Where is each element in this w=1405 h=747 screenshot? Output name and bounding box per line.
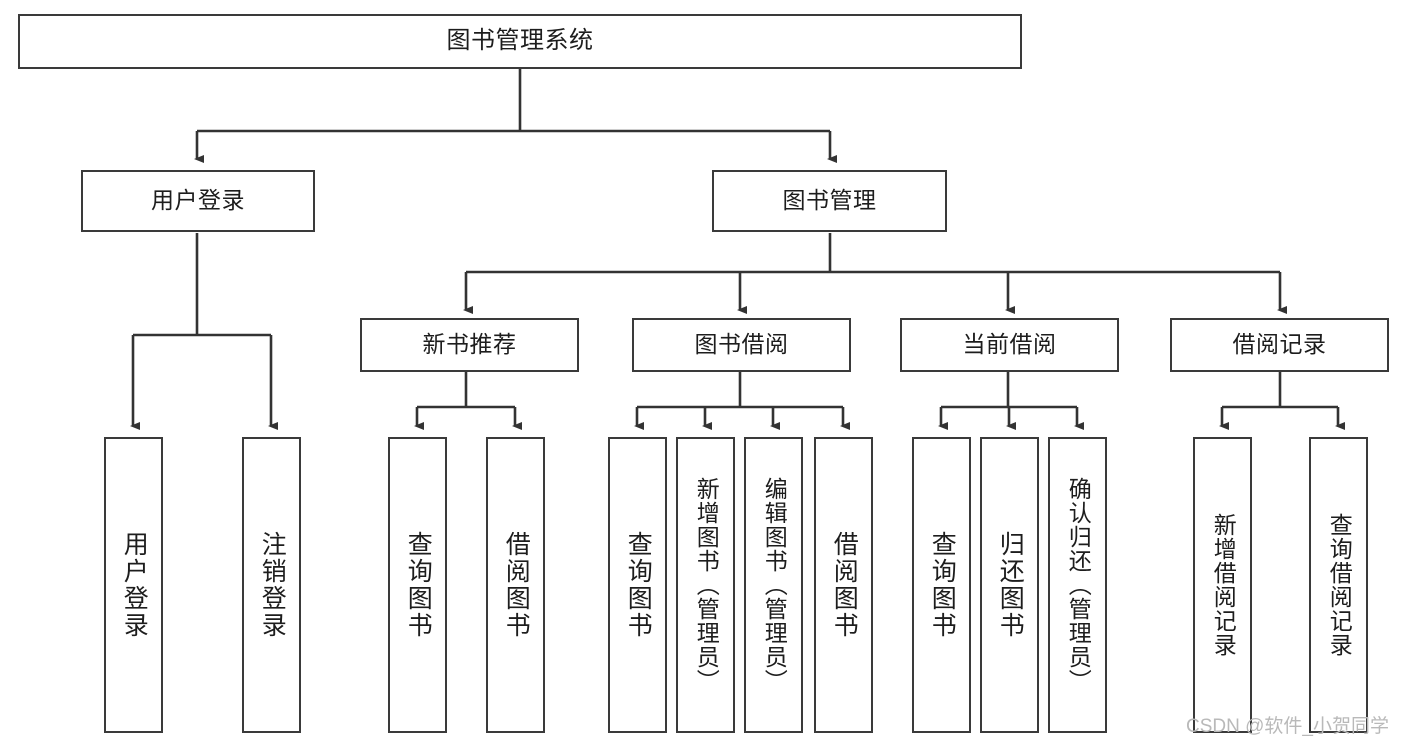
leaf-book-borrow-borrow-book[interactable]: 借阅图书 <box>814 437 873 733</box>
node-label: 查询借阅记录 <box>1326 513 1353 657</box>
node-book-management[interactable]: 图书管理 <box>712 170 947 232</box>
node-label: 图书管理系统 <box>446 27 594 55</box>
leaf-book-borrow-edit-book-admin[interactable]: 编辑图书（管理员） <box>744 437 803 733</box>
node-label: 图书管理 <box>782 187 877 214</box>
node-label: 图书借阅 <box>694 331 789 358</box>
node-label: 新增借阅记录 <box>1210 513 1237 657</box>
node-label: 编辑图书（管理员） <box>761 477 788 693</box>
leaf-new-book-query-book[interactable]: 查询图书 <box>388 437 447 733</box>
node-label: 新书推荐 <box>422 331 517 358</box>
node-new-book-recommend[interactable]: 新书推荐 <box>360 318 579 372</box>
leaf-book-borrow-query-book[interactable]: 查询图书 <box>608 437 667 733</box>
leaf-current-borrow-query-book[interactable]: 查询图书 <box>912 437 971 733</box>
node-label: 用户登录 <box>120 531 149 639</box>
node-user-login[interactable]: 用户登录 <box>81 170 315 232</box>
node-borrow-record[interactable]: 借阅记录 <box>1170 318 1389 372</box>
node-current-borrow[interactable]: 当前借阅 <box>900 318 1119 372</box>
node-root-book-management-system[interactable]: 图书管理系统 <box>18 14 1022 69</box>
node-label: 查询图书 <box>404 531 433 639</box>
leaf-user-login-logout[interactable]: 注销登录 <box>242 437 301 733</box>
node-label: 用户登录 <box>151 187 245 214</box>
leaf-borrow-record-add-record[interactable]: 新增借阅记录 <box>1193 437 1252 733</box>
csdn-watermark: CSDN @软件_小贺同学 <box>1186 716 1389 737</box>
node-label: 当前借阅 <box>962 331 1057 358</box>
leaf-current-borrow-confirm-return-admin[interactable]: 确认归还（管理员） <box>1048 437 1107 733</box>
node-label: 确认归还（管理员） <box>1065 477 1092 693</box>
node-label: 查询图书 <box>928 531 957 639</box>
leaf-new-book-borrow-book[interactable]: 借阅图书 <box>486 437 545 733</box>
leaf-user-login-login[interactable]: 用户登录 <box>104 437 163 733</box>
node-label: 查询图书 <box>624 531 653 639</box>
node-label: 借阅图书 <box>502 531 531 639</box>
leaf-borrow-record-query-record[interactable]: 查询借阅记录 <box>1309 437 1368 733</box>
node-label: 注销登录 <box>258 531 287 639</box>
node-label: 借阅图书 <box>830 531 859 639</box>
node-label: 借阅记录 <box>1232 331 1327 358</box>
leaf-book-borrow-add-book-admin[interactable]: 新增图书（管理员） <box>676 437 735 733</box>
node-label: 归还图书 <box>996 531 1025 639</box>
leaf-current-borrow-return-book[interactable]: 归还图书 <box>980 437 1039 733</box>
node-label: 新增图书（管理员） <box>693 477 720 693</box>
node-book-borrow[interactable]: 图书借阅 <box>632 318 851 372</box>
